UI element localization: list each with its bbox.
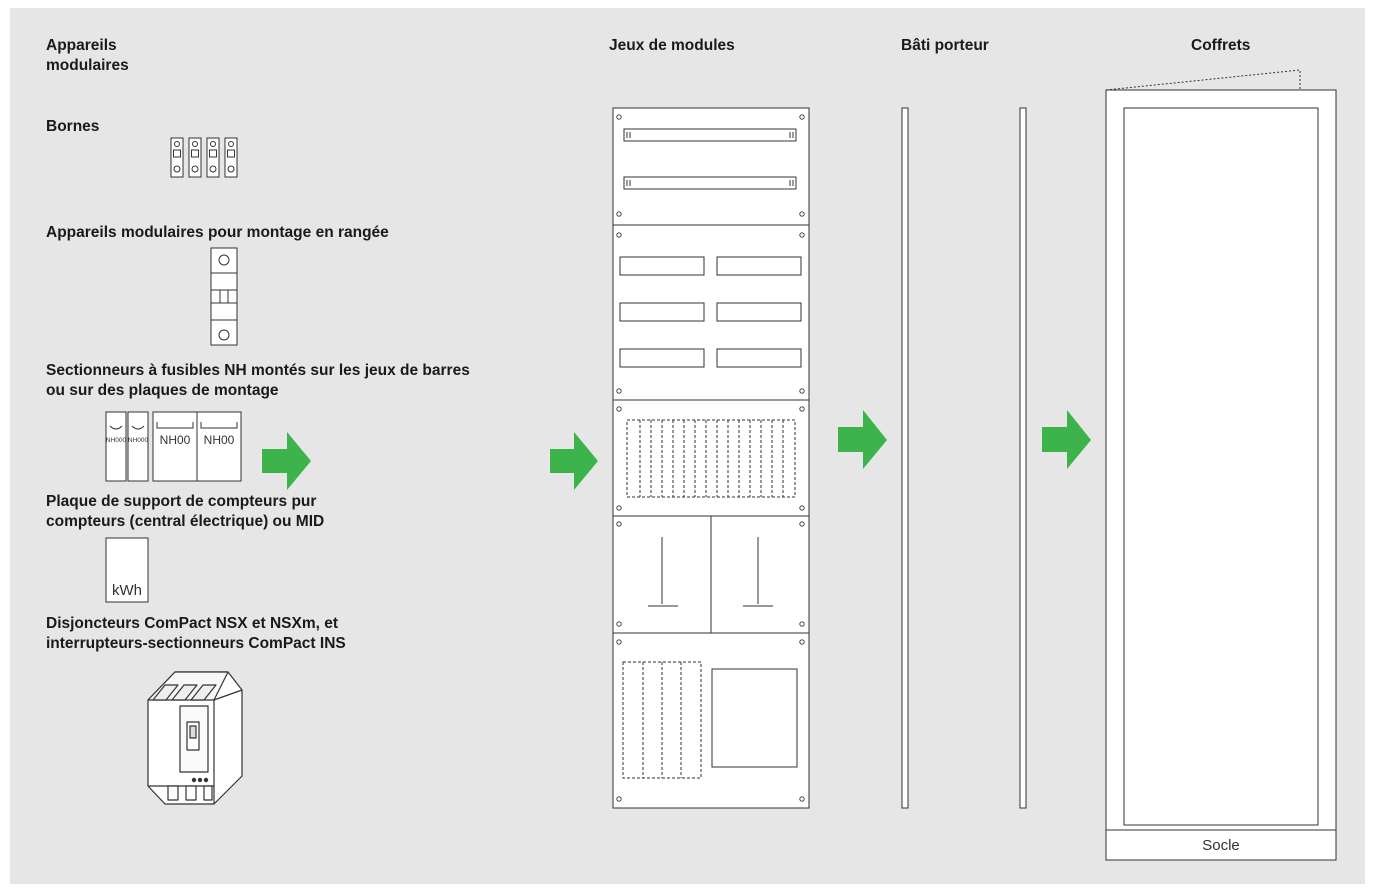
label-nh-fuse-line2: ou sur des plaques de montage [46, 382, 279, 399]
nh000-label-1: NH000 [106, 437, 127, 444]
compact-breaker-icon [147, 671, 243, 805]
heading-modular-devices: Appareils modulaires [46, 36, 129, 76]
label-nh-fuse: Sectionneurs à fusibles NH montés sur le… [46, 361, 470, 401]
label-meter-plate: Plaque de support de compteurs pur compt… [46, 492, 324, 532]
label-terminals: Bornes [46, 118, 100, 135]
label-breakers-line1: Disjoncteurs ComPact NSX et NSXm, et [46, 615, 338, 632]
label-breakers: Disjoncteurs ComPact NSX et NSXm, et int… [46, 614, 346, 654]
heading-support-frame: Bâti porteur [901, 37, 989, 54]
flow-arrow-4 [1042, 410, 1091, 469]
label-meter-plate-line2: compteurs (central électrique) ou MID [46, 513, 325, 530]
heading-enclosures: Coffrets [1191, 37, 1251, 54]
support-frame-rails [901, 107, 1027, 809]
flow-arrow-3 [838, 410, 887, 469]
kwh-label: kWh [112, 582, 142, 599]
nh00-label-2: NH00 [204, 433, 235, 447]
enclosure-cabinet: Socle [1105, 69, 1337, 861]
nh00-label-1: NH00 [160, 433, 191, 447]
terminal-blocks-icon [170, 137, 238, 178]
heading-modular-devices-line1: Appareils [46, 37, 117, 54]
module-sets-panel [612, 107, 810, 809]
modular-row-device-icon [210, 247, 238, 346]
label-row-devices: Appareils modulaires pour montage en ran… [46, 224, 389, 241]
kwh-meter-icon: kWh [105, 537, 149, 603]
flow-arrow-2 [550, 432, 598, 490]
label-meter-plate-line1: Plaque de support de compteurs pur [46, 493, 317, 510]
socle-label: Socle [1202, 837, 1240, 854]
nh000-label-2: NH000 [128, 437, 149, 444]
label-breakers-line2: interrupteurs-sectionneurs ComPact INS [46, 635, 346, 652]
label-nh-fuse-line1: Sectionneurs à fusibles NH montés sur le… [46, 362, 470, 379]
heading-module-sets: Jeux de modules [609, 37, 735, 54]
flow-arrow-1 [262, 432, 311, 490]
nh-fuse-switches-icon: NH000 NH000 NH00 NH00 [105, 411, 242, 482]
heading-modular-devices-line2: modulaires [46, 57, 129, 74]
